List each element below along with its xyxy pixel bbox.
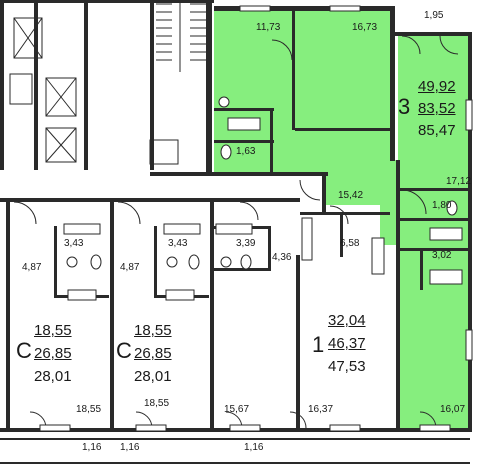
apartment-living-area: 32,04 — [328, 312, 366, 329]
walls — [0, 0, 472, 464]
balcony-area-label: 1,16 — [120, 442, 140, 453]
windows — [39, 5, 473, 432]
apartment-total-area: 83,52 — [418, 100, 456, 117]
room-area-label: 4,36 — [272, 252, 292, 263]
room-area-label: 18,55 — [144, 398, 170, 409]
balcony-area-label: 1,16 — [244, 442, 264, 453]
room-area-label: 16,37 — [308, 404, 334, 415]
apartment-gross-area: 28,01 — [134, 368, 172, 385]
apartment-living-area: 18,55 — [34, 322, 72, 339]
room-area-label: 3,39 — [236, 238, 256, 249]
room-area-label: 15,42 — [338, 190, 364, 201]
room-area-label: 4,87 — [22, 262, 42, 273]
room-area-label: 17,12 — [446, 176, 472, 187]
room-area-label: 16,07 — [440, 404, 466, 415]
balcony-area-label: 1,16 — [82, 442, 102, 453]
apartment-total-area: 26,85 — [34, 345, 72, 362]
apartment-gross-area: 47,53 — [328, 358, 366, 375]
apartment-3-highlight[interactable] — [214, 10, 470, 430]
elevator-shafts — [13, 17, 77, 163]
room-area-label: 3,43 — [64, 238, 84, 249]
apartment-gross-area: 85,47 — [418, 122, 456, 139]
staircase — [9, 0, 206, 165]
room-area-label: 1,80 — [432, 200, 452, 211]
room-area-label: 3,43 — [168, 238, 188, 249]
apartment-total-area: 46,37 — [328, 335, 366, 352]
apartment-type-label: С — [116, 338, 132, 363]
room-area-label: 11,73 — [256, 22, 281, 33]
doors — [13, 35, 459, 429]
bathroom-fixtures — [63, 96, 463, 301]
room-area-label: 3,02 — [432, 250, 452, 261]
room-area-label: 6,58 — [340, 238, 360, 249]
room-area-label: 18,55 — [76, 404, 102, 415]
room-area-label: 1,63 — [236, 146, 256, 157]
room-area-label: 15,67 — [224, 404, 250, 415]
room-area-label: 4,87 — [120, 262, 140, 273]
apartment-living-area: 49,92 — [418, 78, 456, 95]
apartment-type-label: 3 — [398, 94, 411, 119]
apartment-total-area: 26,85 — [134, 345, 172, 362]
apartment-living-area: 18,55 — [134, 322, 172, 339]
room-area-label: 1,95 — [424, 10, 444, 21]
apartment-type-label: 1 — [312, 332, 325, 357]
room-area-label: 16,73 — [352, 22, 378, 33]
apartment-gross-area: 28,01 — [34, 368, 72, 385]
apartment-type-label: С — [16, 338, 32, 363]
